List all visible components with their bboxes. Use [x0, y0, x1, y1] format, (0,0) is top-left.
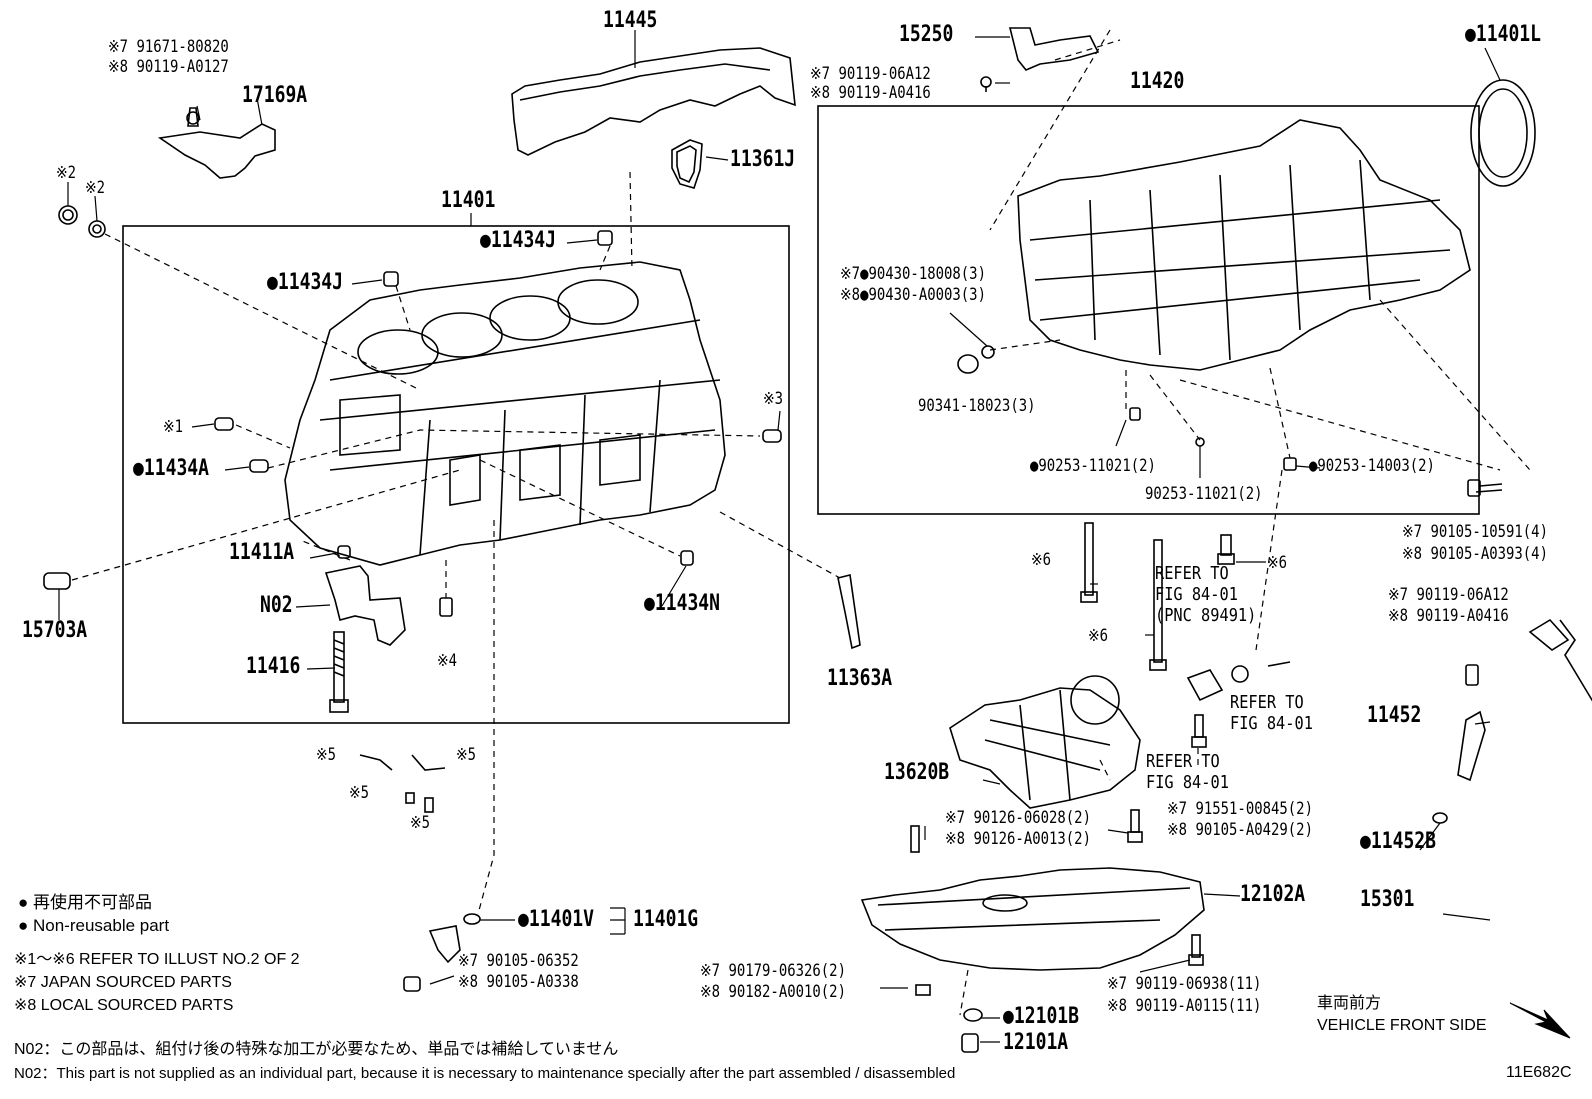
pn-90126-06028: ※7 90126-06028(2) [945, 808, 1091, 828]
front-side-en: VEHICLE FRONT SIDE [1317, 1017, 1487, 1034]
pn-90253-14003: ●90253-14003(2) [1309, 456, 1435, 476]
part-label-11452B: ●11452B [1360, 829, 1437, 854]
refer-fig-84-01-pnc-89491[interactable]: REFER TO FIG 84-01 (PNC 89491) [1155, 563, 1257, 626]
pn-90119-06938: ※7 90119-06938(11) [1107, 974, 1262, 994]
mark-s5-d: ※5 [410, 813, 431, 833]
part-label-12102A: 12102A [1240, 882, 1306, 907]
pn-90430-A0003: ※8●90430-A0003(3) [840, 285, 986, 305]
pn-90119-06A12-right: ※7 90119-06A12 [1388, 585, 1509, 605]
part-label-N02: N02 [260, 593, 293, 618]
part-label-11434N: ●11434N [644, 591, 721, 616]
stiffening-crankcase-11420-shape [1017, 119, 1471, 371]
mark-s6-c: ※6 [1088, 626, 1109, 646]
refer-fig-84-01-center[interactable]: REFER TO FIG 84-01 [1146, 751, 1229, 793]
hose-11363A-shape [837, 574, 861, 650]
dipstick-15301-shape [1559, 619, 1592, 702]
note-n02-jp: N02：この部品は、組付け後の特殊な加工が必要なため、単品では補給していません [14, 1041, 619, 1058]
part-label-11416: 11416 [246, 654, 301, 679]
front-direction-arrow [1509, 1002, 1571, 1039]
front-side-jp: 車両前方 [1317, 995, 1382, 1012]
pn-90430-18008: ※7●90430-18008(3) [840, 264, 986, 284]
mark-s6-b: ※6 [1267, 553, 1288, 573]
pn-90119-A0416-top: ※8 90119-A0416 [810, 83, 931, 103]
pn-90119-A0416-right: ※8 90119-A0416 [1388, 606, 1509, 626]
pn-90105-06352: ※7 90105-06352 [458, 951, 579, 971]
pn-90182-A0010: ※8 90182-A0010(2) [700, 982, 846, 1002]
mark-s4: ※4 [437, 651, 458, 671]
refer-fig-84-01-right[interactable]: REFER TO FIG 84-01 [1230, 692, 1313, 734]
oil-control-valve-15250-shape [1008, 27, 1100, 71]
gasket-11361J-shape [671, 139, 703, 189]
part-label-11434J-upper: ●11434J [480, 228, 557, 253]
bracket-17169A-shape [157, 123, 276, 179]
mark-s6-a: ※6 [1031, 550, 1052, 570]
pn-91671-80820: ※7 91671-80820 [108, 37, 229, 57]
pn-90253-11021-a: ●90253-11021(2) [1030, 456, 1156, 476]
part-label-11434J-lower: ●11434J [267, 270, 344, 295]
pn-90341-18023: 90341-18023(3) [918, 396, 1036, 416]
legend-non-reusable-en: ● Non-reusable part [18, 916, 170, 935]
illustration-code: 11E682C [1506, 1064, 1572, 1081]
pn-90126-A0013: ※8 90126-A0013(2) [945, 829, 1091, 849]
mark-s2-right: ※2 [85, 178, 106, 198]
stiffening-crankcase-group-box [817, 105, 1480, 515]
part-label-11401G: 11401G [633, 907, 699, 932]
oil-seal-11401L-shape [1470, 79, 1536, 187]
part-label-11363A: 11363A [827, 666, 893, 691]
mark-s3: ※3 [763, 389, 784, 409]
part-label-11361J: 11361J [730, 147, 796, 172]
mark-s2-left: ※2 [56, 163, 77, 183]
part-label-12101A: 12101A [1003, 1030, 1069, 1055]
pn-90119-06A12-top: ※7 90119-06A12 [810, 64, 931, 84]
cylinder-block-group-box [122, 225, 790, 724]
part-label-11401V: ●11401V [518, 907, 595, 932]
part-label-11401L: ●11401L [1465, 22, 1542, 47]
part-label-11401: 11401 [441, 188, 496, 213]
pn-90119-A0115: ※8 90119-A0115(11) [1107, 996, 1262, 1016]
part-label-15301: 15301 [1360, 887, 1415, 912]
balance-shaft-13620B-shape [949, 687, 1141, 809]
legend-japan-sourced: ※7 JAPAN SOURCED PARTS [14, 974, 232, 991]
pn-91551-00845: ※7 91551-00845(2) [1167, 799, 1313, 819]
cylinder-block-shape [284, 261, 726, 566]
part-label-11445: 11445 [603, 8, 658, 33]
pn-90119-A0127: ※8 90119-A0127 [108, 57, 229, 77]
part-label-15703A: 15703A [22, 618, 88, 643]
note-n02-en: N02：This part is not supplied as an indi… [14, 1065, 956, 1082]
mark-s5-c: ※5 [349, 783, 370, 803]
pn-90105-10591: ※7 90105-10591(4) [1402, 522, 1548, 542]
mark-s5-a: ※5 [316, 745, 337, 765]
part-label-11452: 11452 [1367, 703, 1422, 728]
part-label-11434A: ●11434A [133, 456, 210, 481]
legend-non-reusable-jp: ● 再使用不可部品 [18, 893, 152, 912]
part-label-17169A: 17169A [242, 83, 308, 108]
part-label-13620B: 13620B [884, 760, 950, 785]
part-label-11411A: 11411A [229, 540, 295, 565]
pn-90105-A0393: ※8 90105-A0393(4) [1402, 544, 1548, 564]
legend-refer-illust: ※1～※6 REFER TO ILLUST NO.2 OF 2 [14, 951, 300, 968]
part-label-15250: 15250 [899, 22, 954, 47]
oil-pan-12102A-shape [860, 867, 1205, 971]
legend-local-sourced: ※8 LOCAL SOURCED PARTS [14, 997, 234, 1014]
pn-90253-11021-b: 90253-11021(2) [1145, 484, 1263, 504]
part-label-12101B: ●12101B [1003, 1004, 1080, 1029]
pn-90105-A0338: ※8 90105-A0338 [458, 972, 579, 992]
pn-90179-06326: ※7 90179-06326(2) [700, 961, 846, 981]
mark-s5-b: ※5 [456, 745, 477, 765]
pn-90105-A0429: ※8 90105-A0429(2) [1167, 820, 1313, 840]
bearing-cap-N02-shape [324, 565, 406, 646]
gasket-11445-shape [511, 47, 796, 156]
part-label-11420: 11420 [1130, 69, 1185, 94]
mark-s1: ※1 [163, 417, 184, 437]
